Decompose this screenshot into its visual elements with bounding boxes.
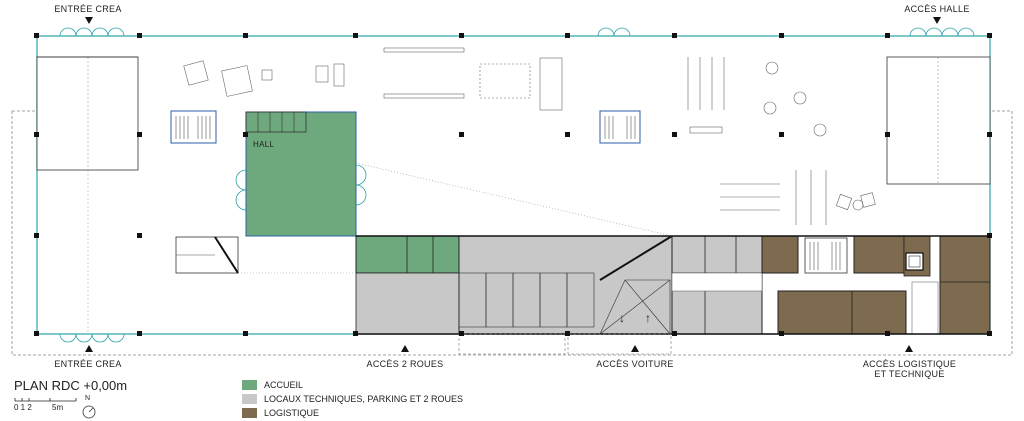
legend-item-accueil: ACCUEIL xyxy=(242,378,463,392)
parking-zone xyxy=(458,235,673,335)
technique-zone xyxy=(355,272,460,335)
legend-label-accueil: ACCUEIL xyxy=(264,380,304,390)
scale-end: 5m xyxy=(52,403,64,412)
stair-middle xyxy=(599,110,641,144)
acces-voiture-label: ACCÈS VOITURE xyxy=(596,359,674,369)
legend-swatch-technique xyxy=(242,394,257,404)
legend-label-technique: LOCAUX TECHNIQUES, PARKING ET 2 ROUES xyxy=(264,394,464,404)
accueil-rooms xyxy=(355,235,460,274)
acces-halle-label: ACCÈS HALLE xyxy=(904,4,970,14)
hall-label: HALL xyxy=(253,140,275,149)
scale-labels: 0 1 2 5m xyxy=(14,403,63,412)
stair-left xyxy=(170,110,217,144)
scale-bar xyxy=(14,398,77,402)
logistique-a xyxy=(761,235,799,274)
logistique-c xyxy=(777,290,907,335)
entrance-doors xyxy=(59,27,975,343)
left-block xyxy=(36,56,139,171)
plan-level: +0,00m xyxy=(83,378,128,393)
plan-name: PLAN RDC xyxy=(14,378,80,393)
right-block xyxy=(886,56,991,185)
svg-text:↑: ↑ xyxy=(645,311,651,325)
stair-right xyxy=(804,237,848,274)
logistique-d xyxy=(939,235,991,335)
entree-crea-top-label: ENTRÉE CREA xyxy=(54,4,122,14)
legend-label-logistique: LOGISTIQUE xyxy=(264,408,320,418)
entree-crea-bottom-label: ENTRÉE CREA xyxy=(54,359,122,369)
acces-2-roues-label: ACCÈS 2 ROUES xyxy=(366,359,444,369)
logistique-b xyxy=(853,235,905,274)
legend-swatch-logistique xyxy=(242,408,257,418)
north-label: N xyxy=(85,395,91,402)
north-arrow-icon xyxy=(82,405,96,419)
acces-logistique-label: ACCÈS LOGISTIQUE xyxy=(862,359,957,369)
plan-title: PLAN RDC +0,00m xyxy=(14,378,127,393)
svg-text:↓: ↓ xyxy=(619,311,625,325)
legend-item-technique: LOCAUX TECHNIQUES, PARKING ET 2 ROUES xyxy=(242,392,463,406)
access-markers xyxy=(85,17,941,352)
legend: ACCUEIL LOCAUX TECHNIQUES, PARKING ET 2 … xyxy=(242,378,463,420)
scale-ticks: 0 1 2 xyxy=(14,403,32,412)
furniture xyxy=(183,47,876,225)
et-technique-label: ET TECHNIQUE xyxy=(874,369,945,379)
legend-swatch-accueil xyxy=(242,380,257,390)
structural-columns xyxy=(34,33,992,336)
hall-area xyxy=(245,111,357,237)
legend-item-logistique: LOGISTIQUE xyxy=(242,406,463,420)
